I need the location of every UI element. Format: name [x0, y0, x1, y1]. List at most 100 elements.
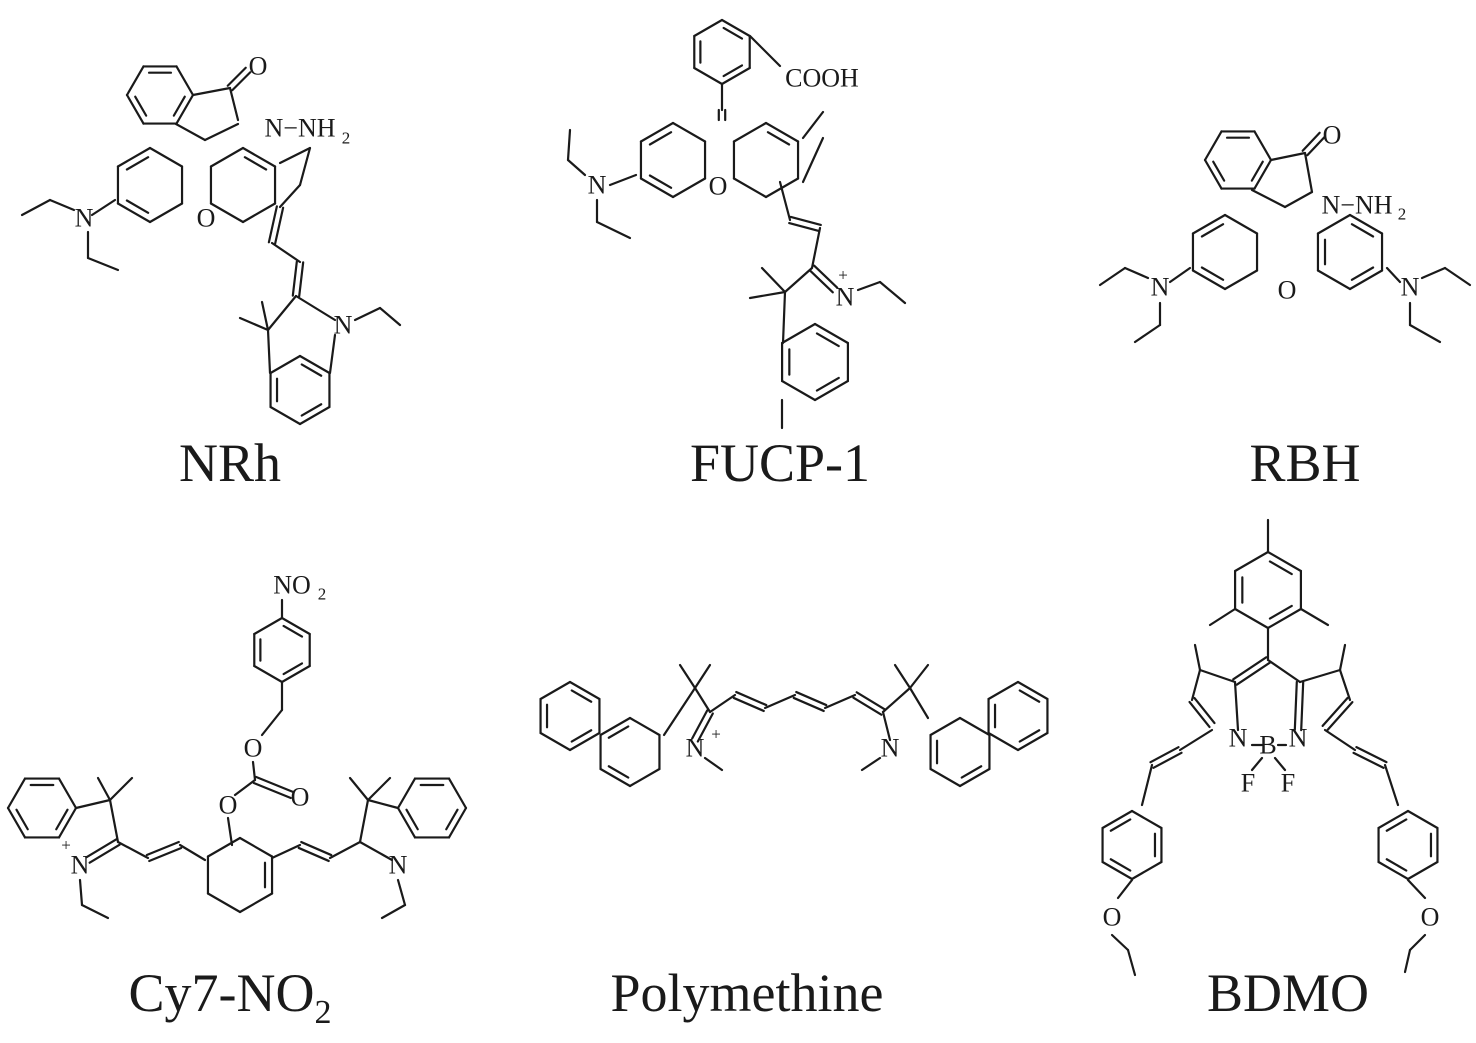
rbh-xanthene-left [1191, 213, 1227, 235]
rbh-spiro [1250, 188, 1287, 209]
nrh-indole [266, 294, 298, 332]
aromatic-bond [1018, 689, 1041, 703]
cy7-chain [178, 843, 207, 862]
aromatic-bond [722, 64, 744, 78]
rbh-bond [1168, 266, 1192, 284]
bdmo-o-left: O [1103, 903, 1122, 932]
nrh-ethyl [378, 306, 402, 327]
nrh-vinyl [298, 261, 305, 298]
aromatic-bond [134, 95, 148, 117]
aromatic-bond [1212, 160, 1226, 182]
fucp-indole-benzo [780, 379, 817, 402]
poly-naph-right-a [929, 716, 962, 737]
bdmo-bf [1273, 756, 1287, 772]
cy7-benzo-left [57, 777, 78, 810]
aromatic-bond [1268, 560, 1293, 576]
fucp-ethyl [595, 220, 632, 240]
nrh-indole-benzo [269, 405, 302, 426]
nrh-indole [328, 333, 337, 375]
bdmo-pyrrole [1233, 680, 1240, 732]
fucp-vinyl [788, 221, 821, 233]
nrh-sub-2: 2 [342, 129, 351, 148]
aromatic-bond [405, 808, 419, 831]
aromatic-bond [125, 199, 150, 214]
fucp-ethyl [856, 280, 882, 292]
nrh-bond [228, 86, 240, 122]
aromatic-bond [1350, 223, 1375, 238]
nrh-xanthene-left [116, 202, 152, 224]
fucp-xanthene-center [732, 121, 768, 143]
poly-naph-right-b [1016, 731, 1049, 752]
nrh-indole [294, 294, 337, 322]
aromatic-bond [648, 131, 673, 146]
nrh-indole-n: N [334, 311, 353, 340]
fucp-plus: + [838, 266, 848, 285]
cy7-ethyl [396, 878, 407, 907]
cy7-cyclohexene [206, 892, 242, 914]
cy7-indole [358, 840, 394, 862]
poly-indole [881, 686, 912, 714]
fucp-n-label: N [588, 171, 607, 200]
aromatic-bond [300, 363, 323, 377]
nrh-ethyl [20, 198, 52, 217]
cy7-benzo-left [57, 806, 78, 839]
poly-naph-left-b [599, 716, 632, 737]
aromatic-bond [607, 725, 630, 739]
cy7-chain [300, 840, 333, 857]
bdmo-bf [1250, 756, 1264, 772]
fucp-xanthene-center [764, 121, 800, 143]
nrh-vinyl [267, 205, 278, 244]
cy7-benzo-left [6, 806, 27, 839]
rbh-nh2-label: N−NH [1322, 191, 1393, 220]
cy7-ethyl [80, 903, 110, 920]
nrh-xanthene-center [209, 202, 245, 224]
nrh-vinyl [270, 241, 302, 264]
nrh-nh2-label: N−NH [265, 114, 336, 143]
cy7-benzo-right [396, 777, 417, 810]
bdmo-aryl-right [1406, 860, 1439, 881]
cy7-ethyl [78, 878, 84, 907]
poly-indole [908, 686, 930, 720]
caption-nrh: NRh [178, 433, 281, 493]
bdmo-aryl-right [1377, 809, 1410, 830]
rbh-ethyl [1123, 266, 1150, 280]
aromatic-bond [722, 26, 744, 40]
bdmo-ethoxy [1116, 878, 1134, 900]
nrh-xanthene-left [116, 146, 152, 168]
nrh-ethyl [48, 198, 76, 212]
fucp-indole [781, 290, 787, 345]
nrh-benzo-ring [125, 65, 145, 97]
cy7-plus: + [61, 836, 71, 855]
poly-methyl [893, 663, 912, 690]
nrh-o-label: O [249, 52, 268, 81]
nrh-xanthene-center [241, 146, 277, 168]
rbh-ethyl [1420, 266, 1447, 280]
poly-naph-left-b [599, 767, 632, 788]
bdmo-pyrrole [1198, 668, 1237, 684]
bdmo-methyl [1208, 607, 1237, 627]
aromatic-bond [815, 332, 840, 348]
rbh-ring-o: O [1278, 276, 1297, 305]
fucp-n-plus: N [836, 283, 855, 312]
cy7-cyclohexene [238, 892, 274, 914]
aromatic-bond [15, 808, 29, 831]
aromatic-bond [282, 624, 304, 638]
fucp-ethyl [566, 128, 572, 162]
cy7-methyl [96, 776, 112, 802]
cy7-bond [260, 708, 284, 737]
cy7-n-plus: N [71, 851, 90, 880]
nrh-bond [191, 86, 232, 97]
aromatic-bond [55, 808, 69, 831]
aromatic-bond [300, 403, 323, 417]
cy7-ester-o: O [244, 734, 263, 763]
cy7-chain [145, 840, 180, 857]
bdmo-aryl-left [1130, 809, 1163, 830]
bdmo-core [1266, 658, 1302, 684]
cy7-n-right: N [389, 851, 408, 880]
fucp-indole [783, 266, 814, 294]
fucp-xanthene-left [671, 177, 707, 199]
fucp-cooh-label: COOH [785, 64, 859, 93]
nrh-cyclo [278, 183, 302, 209]
nrh-ring-o: O [197, 204, 216, 233]
